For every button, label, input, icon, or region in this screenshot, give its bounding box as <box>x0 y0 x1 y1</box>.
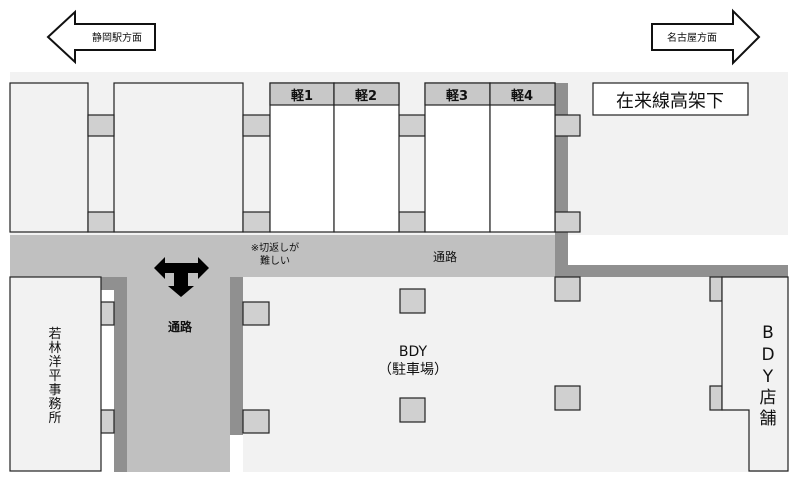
store-char: D <box>761 345 774 365</box>
office-char: 洋 <box>48 355 61 370</box>
pillar <box>399 397 426 423</box>
title-text: 在来線高架下 <box>616 91 724 112</box>
office-char: 若 <box>48 326 61 342</box>
office-building: 若 林 洋 平 事 務 所 <box>9 276 102 472</box>
pillar <box>554 385 581 411</box>
parking-space-1[interactable]: 軽1 <box>269 82 335 233</box>
pillar <box>242 409 270 434</box>
road-horizontal <box>10 235 555 277</box>
pillar <box>87 211 115 233</box>
pillar <box>242 301 270 326</box>
space-label: 軽4 <box>511 88 533 104</box>
pillar <box>554 211 581 233</box>
direction-right-label: 名古屋方面 <box>667 31 717 44</box>
office-char: 所 <box>48 411 61 426</box>
office-char: 林 <box>48 341 61 356</box>
building-block <box>9 82 89 233</box>
t-junction-arrow-icon <box>154 257 209 297</box>
parking-label-line1: BDY <box>399 344 428 360</box>
pillar <box>398 211 426 233</box>
road-vertical <box>127 277 230 472</box>
pillar <box>100 301 115 326</box>
wall <box>101 277 114 290</box>
office-char: 務 <box>48 397 61 412</box>
space-label: 軽2 <box>355 88 377 104</box>
store-char: Y <box>762 367 774 387</box>
store-char: 店 <box>760 388 777 408</box>
pillar <box>709 385 723 411</box>
note-line2: 難しい <box>260 254 290 267</box>
pillar <box>242 211 271 233</box>
direction-right-arrow: 名古屋方面 <box>651 8 761 66</box>
pillar <box>242 114 271 137</box>
wall <box>230 277 243 435</box>
note-line1: ※切返しが <box>251 241 299 254</box>
pillar <box>87 114 115 137</box>
pillar <box>554 114 581 137</box>
parking-space-2[interactable]: 軽2 <box>333 82 400 233</box>
pillar <box>399 288 426 314</box>
parking-space-3[interactable]: 軽3 <box>424 82 491 233</box>
pillar <box>554 276 581 302</box>
office-char: 事 <box>48 383 61 398</box>
pillars <box>87 114 723 434</box>
road-horizontal-label: 通路 <box>433 249 457 264</box>
road-vertical-label: 通路 <box>168 319 193 334</box>
bdy-parking-area <box>243 277 788 472</box>
store-char: 舗 <box>760 409 777 429</box>
bdy-store: B D Y 店 舗 <box>721 276 789 472</box>
building-block <box>113 82 244 233</box>
direction-left-label: 静岡駅方面 <box>92 31 142 44</box>
direction-left-arrow: 静岡駅方面 <box>46 9 156 65</box>
parking-label-line2: （駐車場） <box>378 361 448 378</box>
office-char: 平 <box>48 369 61 384</box>
wall <box>555 265 788 277</box>
pillar <box>100 409 115 434</box>
wall <box>555 83 568 277</box>
store-char: B <box>762 323 774 343</box>
pillar <box>709 276 723 302</box>
title-box: 在来線高架下 <box>592 82 749 116</box>
pillar <box>398 114 426 137</box>
space-label: 軽3 <box>446 88 468 104</box>
space-label: 軽1 <box>291 88 313 104</box>
wall <box>114 277 127 472</box>
parking-space-4[interactable]: 軽4 <box>489 82 556 233</box>
